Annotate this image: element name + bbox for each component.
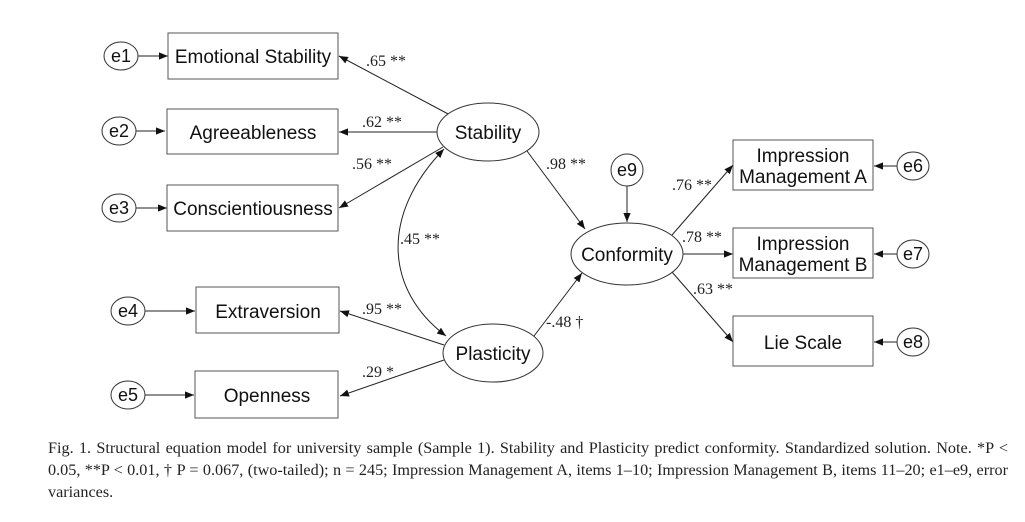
path-stability-emotional-stability <box>338 55 453 117</box>
error-e5 <box>110 380 146 410</box>
box-openness <box>194 370 339 419</box>
error-e1 <box>103 41 139 71</box>
label-e5: e5 <box>118 385 138 405</box>
box-impression-management-a <box>732 139 874 191</box>
path-stability-conscientiousness <box>338 146 444 209</box>
box-conscientiousness <box>166 184 339 232</box>
coef-conscientiousness: .56 ** <box>352 156 392 173</box>
path-stability-conformity <box>526 150 586 230</box>
path-conformity-lie-scale <box>671 271 734 343</box>
box-impression-management-b <box>732 227 874 279</box>
error-e7 <box>896 239 930 269</box>
label-extraversion: Extraversion <box>215 302 321 323</box>
latent-stability <box>436 102 540 162</box>
label-conscientiousness: Conscientiousness <box>173 199 332 220</box>
label-im-a-line2: Management A <box>739 167 867 188</box>
label-lie-scale: Lie Scale <box>764 333 842 354</box>
box-agreeableness <box>166 108 339 155</box>
latent-plasticity <box>442 323 544 383</box>
coef-im-a: .76 ** <box>672 177 712 194</box>
coef-agreeableness: .62 ** <box>362 114 402 131</box>
error-e6 <box>896 151 930 181</box>
error-e4 <box>110 296 146 326</box>
coef-im-b: .78 ** <box>682 229 722 246</box>
label-e2: e2 <box>109 121 129 141</box>
coef-emotional-stability: .65 ** <box>366 53 406 70</box>
box-emotional-stability <box>167 32 339 80</box>
label-e4: e4 <box>118 301 138 321</box>
figure-caption: Fig. 1. Structural equation model for un… <box>48 439 1008 501</box>
label-e8: e8 <box>903 332 923 352</box>
label-plasticity: Plasticity <box>456 344 531 365</box>
error-e8 <box>896 327 930 357</box>
box-extraversion <box>195 286 340 334</box>
path-conformity-im-a <box>671 164 734 236</box>
path-plasticity-conformity <box>533 272 583 337</box>
coef-correlation: .45 ** <box>400 231 440 248</box>
label-conformity: Conformity <box>581 245 673 266</box>
coef-plasticity-conformity: -.48 † <box>546 314 583 331</box>
label-e9: e9 <box>617 160 637 180</box>
box-lie-scale <box>732 315 874 367</box>
label-im-b-line2: Management B <box>739 255 868 276</box>
label-e3: e3 <box>109 198 129 218</box>
sem-diagram: Emotional Stability Agreeableness Consci… <box>101 32 930 419</box>
label-e1: e1 <box>111 46 131 66</box>
label-e6: e6 <box>903 156 923 176</box>
coef-openness: .29 * <box>362 364 394 381</box>
label-im-b-line1: Impression <box>757 234 850 255</box>
error-e9 <box>610 153 644 187</box>
label-emotional-stability: Emotional Stability <box>175 47 332 68</box>
coef-extraversion: .95 ** <box>362 301 402 318</box>
label-agreeableness: Agreeableness <box>190 123 317 144</box>
error-e2 <box>101 116 137 146</box>
path-plasticity-openness <box>339 359 445 397</box>
coef-stability-conformity: .98 ** <box>546 156 586 173</box>
label-stability: Stability <box>455 123 522 144</box>
path-plasticity-extraversion <box>339 310 445 346</box>
label-e7: e7 <box>903 244 923 264</box>
label-im-a-line1: Impression <box>757 146 850 167</box>
label-openness: Openness <box>224 386 311 407</box>
coef-lie-scale: .63 ** <box>693 281 733 298</box>
path-stability-plasticity-correlation <box>397 148 447 337</box>
error-e3 <box>101 193 137 223</box>
latent-conformity <box>570 222 684 286</box>
